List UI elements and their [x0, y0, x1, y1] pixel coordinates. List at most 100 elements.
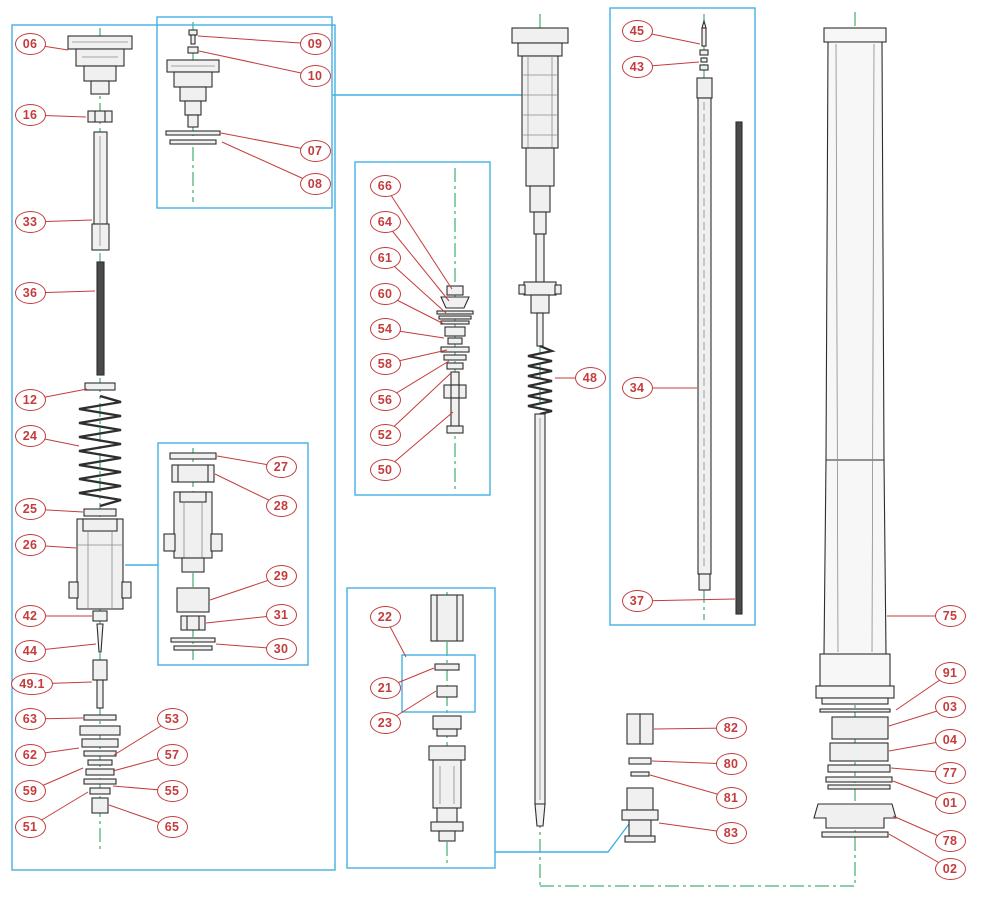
part-oring-10	[187, 46, 199, 54]
callout-78: 78	[934, 830, 966, 852]
callout-82: 82	[715, 717, 747, 739]
callout-44: 44	[14, 640, 46, 662]
leader-line-50	[384, 411, 454, 471]
callout-50: 50	[369, 459, 401, 481]
part-screw-09	[188, 29, 198, 45]
part-washer-27	[169, 452, 217, 460]
callout-27: 27	[265, 456, 297, 478]
part-piston-50	[443, 371, 467, 434]
callout-25: 25	[14, 498, 46, 520]
group-boxes	[11, 7, 756, 871]
part-ring-02	[821, 831, 889, 838]
part-outer-tube-75	[815, 27, 895, 705]
callout-59: 59	[14, 780, 46, 802]
leader-line-61	[384, 257, 447, 314]
leader-line-10	[198, 50, 316, 77]
part-fork-cap-06	[67, 35, 133, 95]
callout-52: 52	[369, 424, 401, 446]
part-82	[626, 713, 654, 745]
part-rebound-rod-33	[91, 131, 110, 251]
callout-80: 80	[715, 753, 747, 775]
callout-62: 62	[14, 744, 46, 766]
callout-49.1: 49.1	[11, 673, 53, 695]
part-tube-34	[696, 77, 713, 591]
part-spring-48	[527, 344, 556, 416]
part-clips-43	[699, 49, 709, 71]
callout-61: 61	[369, 247, 401, 269]
callout-10: 10	[299, 65, 331, 87]
part-cartridge-body-26	[68, 518, 132, 610]
part-washer-77	[827, 764, 891, 773]
part-bottom-assembly	[428, 745, 466, 842]
callout-08: 08	[299, 173, 331, 195]
part-washer-stack-left	[79, 714, 121, 814]
callout-57: 57	[156, 744, 188, 766]
part-nut-16	[87, 110, 113, 123]
callout-48: 48	[574, 367, 606, 389]
part-42	[92, 610, 108, 622]
part-washer-12	[84, 382, 116, 391]
leader-line-08	[221, 141, 316, 185]
callout-64: 64	[369, 211, 401, 233]
callout-26: 26	[14, 534, 46, 556]
part-23	[436, 685, 458, 698]
callout-54: 54	[369, 318, 401, 340]
part-main-shaft	[534, 413, 546, 827]
callout-56: 56	[369, 389, 401, 411]
part-ring-28	[171, 464, 215, 483]
callout-60: 60	[369, 283, 401, 305]
callout-83: 83	[715, 822, 747, 844]
callout-22: 22	[369, 606, 401, 628]
callout-29: 29	[265, 565, 297, 587]
callout-91: 91	[934, 662, 966, 684]
callout-43: 43	[621, 56, 653, 78]
leader-line-09	[197, 35, 316, 45]
part-29	[176, 587, 210, 613]
callout-03: 03	[934, 696, 966, 718]
part-washer-80	[628, 757, 652, 765]
part-center-shaft-top	[518, 233, 562, 347]
callout-01: 01	[934, 792, 966, 814]
callout-45: 45	[621, 20, 653, 42]
callout-02: 02	[934, 858, 966, 880]
callout-30: 30	[265, 638, 297, 660]
callout-23: 23	[369, 712, 401, 734]
callout-34: 34	[621, 377, 653, 399]
leader-line-52	[384, 372, 452, 436]
leader-line-64	[384, 221, 450, 302]
part-49-1	[92, 659, 108, 709]
part-cap-detail	[166, 59, 220, 128]
part-83	[621, 787, 659, 843]
part-washers-07-08	[165, 130, 221, 145]
leader-line-37	[636, 598, 736, 602]
callout-63: 63	[14, 708, 46, 730]
part-needle-44	[96, 623, 104, 653]
callout-55: 55	[156, 780, 188, 802]
part-center-cap-assembly	[511, 27, 569, 235]
part-needle-45	[701, 18, 707, 47]
callout-37: 37	[621, 590, 653, 612]
callout-04: 04	[934, 729, 966, 751]
part-rod-37	[735, 121, 743, 615]
part-rings-01	[825, 776, 893, 790]
callout-16: 16	[14, 104, 46, 126]
callout-66: 66	[369, 175, 401, 197]
callout-53: 53	[156, 708, 188, 730]
callout-06: 06	[14, 33, 46, 55]
part-cup-seat	[432, 715, 462, 737]
part-seal-78	[813, 803, 897, 829]
part-washers-30	[170, 637, 216, 651]
callout-81: 81	[715, 787, 747, 809]
part-cylinder-22	[430, 594, 464, 642]
callout-36: 36	[14, 282, 46, 304]
callout-58: 58	[369, 353, 401, 375]
callout-31: 31	[265, 604, 297, 626]
part-ring-31	[180, 615, 206, 631]
callout-51: 51	[14, 816, 46, 838]
callout-28: 28	[265, 495, 297, 517]
part-rod-36	[96, 261, 105, 376]
callout-21: 21	[369, 677, 401, 699]
part-washer-21	[434, 663, 460, 671]
